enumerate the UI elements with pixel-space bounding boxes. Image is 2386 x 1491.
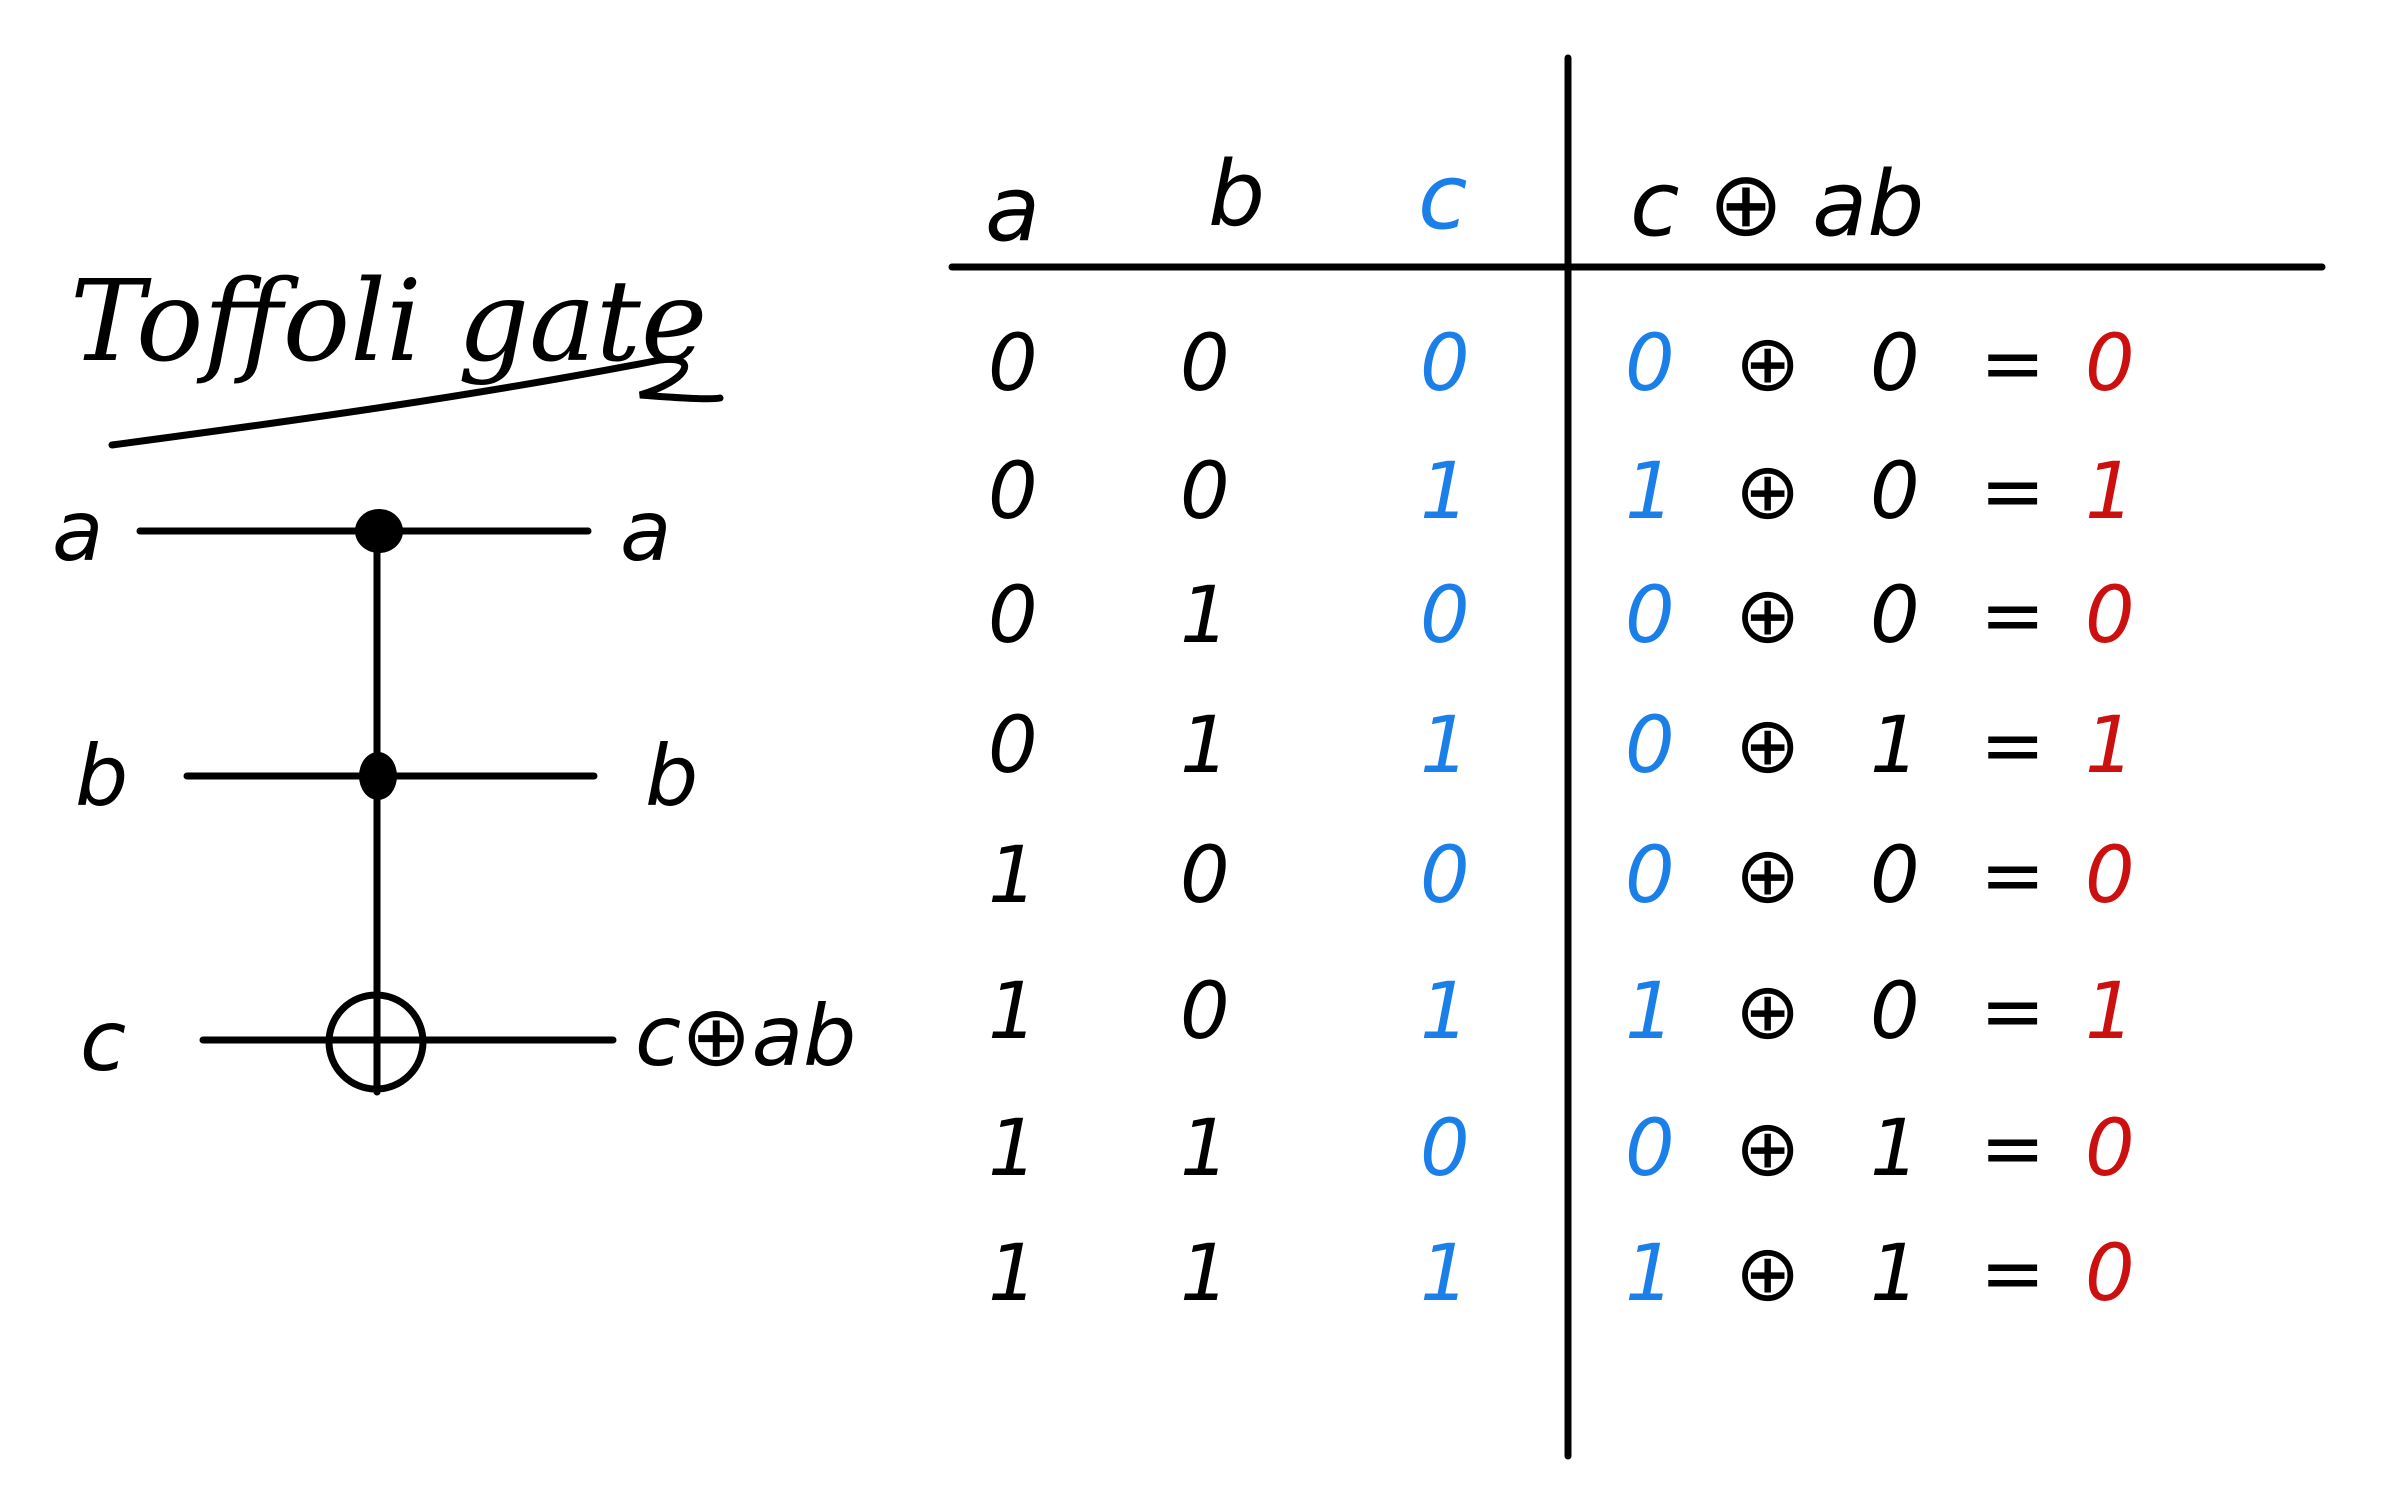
cell-ab: 1: [1870, 701, 1920, 791]
cell-equals: =: [1980, 319, 2045, 409]
cell-result-c: 0: [1625, 571, 1675, 661]
cell-b: 1: [1180, 1104, 1230, 1194]
cell-c: 0: [1420, 1104, 1470, 1194]
cell-equals: =: [1980, 571, 2045, 661]
cell-c: 1: [1420, 701, 1470, 791]
cell-ab: 1: [1870, 1104, 1920, 1194]
cell-a: 1: [988, 1229, 1038, 1319]
cell-output: 1: [2085, 701, 2135, 791]
cell-ab: 0: [1870, 447, 1920, 537]
cell-xor-symbol: ⊕: [1735, 571, 1800, 661]
cell-c: 0: [1420, 319, 1470, 409]
cell-b: 1: [1180, 1229, 1230, 1319]
cell-output: 1: [2085, 967, 2135, 1057]
cell-ab: 0: [1870, 571, 1920, 661]
cell-a: 1: [988, 1104, 1038, 1194]
cell-result-c: 0: [1625, 701, 1675, 791]
cell-a: 1: [988, 967, 1038, 1057]
cell-a: 0: [988, 447, 1038, 537]
header-a: a: [985, 157, 1040, 262]
cell-xor-symbol: ⊕: [1735, 701, 1800, 791]
control-dot-a: [355, 509, 403, 553]
cell-c: 0: [1420, 831, 1470, 921]
cell-output: 0: [2085, 831, 2135, 921]
title-underline: [108, 355, 724, 449]
cell-a: 0: [988, 319, 1038, 409]
cell-xor-symbol: ⊕: [1735, 1104, 1800, 1194]
cell-b: 0: [1180, 447, 1230, 537]
cell-output: 0: [2085, 319, 2135, 409]
cell-ab: 0: [1870, 831, 1920, 921]
cell-ab: 1: [1870, 1229, 1920, 1319]
cell-result-c: 1: [1625, 447, 1675, 537]
cell-a: 1: [988, 831, 1038, 921]
cell-xor-symbol: ⊕: [1735, 1229, 1800, 1319]
cell-a: 0: [988, 701, 1038, 791]
cell-result-c: 0: [1625, 319, 1675, 409]
cell-ab: 0: [1870, 319, 1920, 409]
output-label-b: b: [645, 727, 698, 825]
cell-output: 0: [2085, 1104, 2135, 1194]
cell-equals: =: [1980, 967, 2045, 1057]
header-c: c: [1418, 145, 1467, 250]
cell-xor-symbol: ⊕: [1735, 319, 1800, 409]
cell-c: 0: [1420, 571, 1470, 661]
input-label-a: a: [52, 482, 103, 580]
cell-xor-symbol: ⊕: [1735, 447, 1800, 537]
cell-b: 0: [1180, 967, 1230, 1057]
header-b: b: [1208, 142, 1265, 247]
cell-b: 0: [1180, 831, 1230, 921]
cell-equals: =: [1980, 1104, 2045, 1194]
cell-equals: =: [1980, 447, 2045, 537]
cell-c: 1: [1420, 1229, 1470, 1319]
cell-result-c: 1: [1625, 967, 1675, 1057]
cell-equals: =: [1980, 831, 2045, 921]
cell-output: 0: [2085, 571, 2135, 661]
cell-result-c: 0: [1625, 1104, 1675, 1194]
cell-result-c: 0: [1625, 831, 1675, 921]
cell-b: 1: [1180, 571, 1230, 661]
cell-output: 1: [2085, 447, 2135, 537]
cell-result-c: 1: [1625, 1229, 1675, 1319]
cell-c: 1: [1420, 447, 1470, 537]
cell-ab: 0: [1870, 967, 1920, 1057]
header-result: c ⊕ ab: [1630, 152, 1924, 257]
cell-xor-symbol: ⊕: [1735, 831, 1800, 921]
page-title: Toffoli gate: [70, 257, 707, 387]
cell-c: 1: [1420, 967, 1470, 1057]
toffoli-circuit: a b c a b c⊕ab: [52, 482, 856, 1096]
input-label-b: b: [75, 727, 128, 825]
control-dot-b: [359, 752, 397, 800]
cell-equals: =: [1980, 701, 2045, 791]
cell-a: 0: [988, 571, 1038, 661]
truth-table-rows: 0 0 0 0 ⊕ 0 = 0 0 0 1 1 ⊕ 0 = 1 0 1 0 0 ⊕ 0 = 0 0 1 1 0 ⊕ 1 = 1 1 0 0 0 ⊕ 0 = 0…: [988, 319, 2135, 1319]
output-label-c: c⊕ab: [635, 987, 856, 1085]
cell-b: 1: [1180, 701, 1230, 791]
cell-output: 0: [2085, 1229, 2135, 1319]
output-label-a: a: [620, 482, 671, 580]
input-label-c: c: [80, 992, 126, 1090]
cell-b: 0: [1180, 319, 1230, 409]
cell-equals: =: [1980, 1229, 2045, 1319]
cell-xor-symbol: ⊕: [1735, 967, 1800, 1057]
